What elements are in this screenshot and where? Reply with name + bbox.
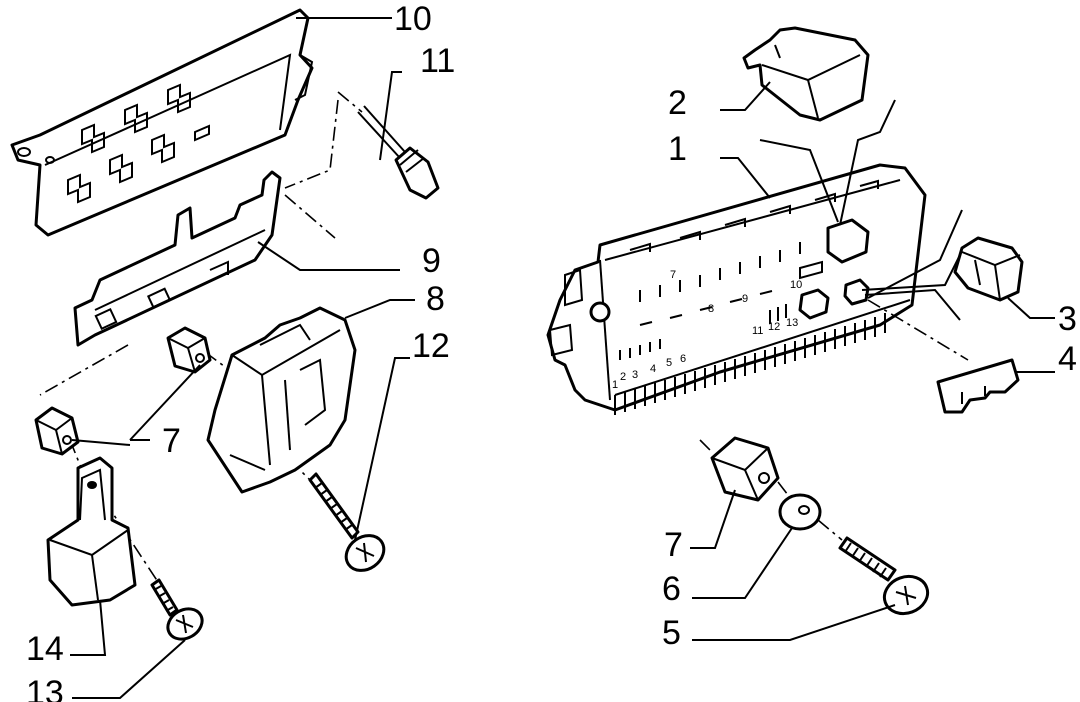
board-mark-6: 6 bbox=[680, 353, 686, 365]
part-3-relay bbox=[953, 236, 1024, 302]
board-mark-5: 5 bbox=[666, 357, 672, 369]
part-1-fuse-board: 1 2 3 4 5 6 7 8 9 10 11 12 13 bbox=[546, 163, 927, 415]
part-12-screw bbox=[308, 472, 386, 572]
part-13-screw bbox=[150, 578, 204, 641]
board-mark-7: 7 bbox=[670, 269, 676, 281]
board-mark-10: 10 bbox=[790, 279, 802, 291]
part-4-jumper bbox=[936, 358, 1020, 414]
board-markings: 1 2 3 4 5 6 7 8 9 10 11 12 13 bbox=[612, 269, 802, 391]
board-mark-1: 1 bbox=[612, 379, 618, 391]
callout-4: 4 bbox=[1058, 340, 1077, 378]
board-mark-9: 9 bbox=[742, 293, 748, 305]
part-14-relay bbox=[46, 456, 137, 607]
callout-1: 1 bbox=[668, 130, 687, 168]
part-5-screw bbox=[838, 536, 930, 616]
board-mark-2: 2 bbox=[620, 371, 626, 383]
callout-14: 14 bbox=[26, 630, 64, 668]
part-7-clip-upper bbox=[166, 326, 212, 374]
board-mark-4: 4 bbox=[650, 363, 656, 375]
callout-labels: 10 11 9 8 12 7 14 13 2 1 3 4 7 6 5 bbox=[26, 0, 1077, 702]
callout-6: 6 bbox=[662, 570, 681, 608]
board-mark-8: 8 bbox=[708, 303, 714, 315]
callout-7-right: 7 bbox=[664, 526, 683, 564]
callout-8: 8 bbox=[426, 280, 445, 318]
callout-13: 13 bbox=[26, 674, 64, 702]
board-mark-12: 12 bbox=[768, 321, 780, 333]
part-6-washer bbox=[778, 493, 822, 531]
cover-plate-cutouts bbox=[17, 83, 210, 204]
callout-3: 3 bbox=[1058, 300, 1077, 338]
callout-10: 10 bbox=[394, 0, 432, 38]
board-mark-3: 3 bbox=[632, 369, 638, 381]
callout-9: 9 bbox=[422, 242, 441, 280]
part-9-bracket bbox=[73, 170, 282, 347]
callout-11: 11 bbox=[420, 42, 455, 80]
callout-12: 12 bbox=[412, 327, 450, 365]
part-11-stud bbox=[357, 105, 440, 200]
part-7-clip-right bbox=[710, 436, 780, 502]
board-mark-11: 11 bbox=[752, 325, 763, 337]
part-8-connector-block bbox=[206, 306, 357, 494]
leader-lines bbox=[70, 17, 1055, 699]
callout-5: 5 bbox=[662, 614, 681, 652]
part-7-clip-lower bbox=[34, 406, 80, 456]
callout-7-left: 7 bbox=[162, 422, 181, 460]
fuse-slots bbox=[619, 242, 801, 360]
board-mark-13: 13 bbox=[786, 317, 798, 329]
part-2-relay bbox=[742, 26, 870, 122]
callout-2: 2 bbox=[668, 84, 687, 122]
